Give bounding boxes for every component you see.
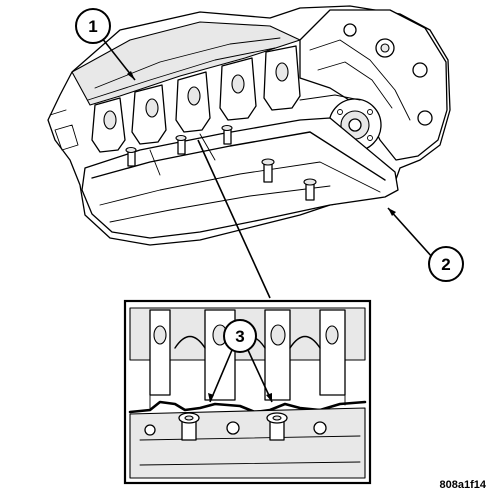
inset-leader-line: [197, 139, 271, 299]
callout-3-label: 3: [235, 327, 244, 346]
callout-2-label: 2: [441, 255, 450, 274]
engine-block: [47, 5, 451, 246]
callout-1-label: 1: [88, 17, 97, 36]
detail-inset: [123, 299, 372, 485]
figure-code: 808a1f14: [440, 479, 487, 491]
callout-3: 3: [208, 319, 273, 403]
callout-2: 2: [387, 207, 464, 282]
callout-1: 1: [75, 8, 136, 81]
bedplate-bolts: [125, 124, 317, 201]
inset-bolts: [144, 412, 327, 441]
